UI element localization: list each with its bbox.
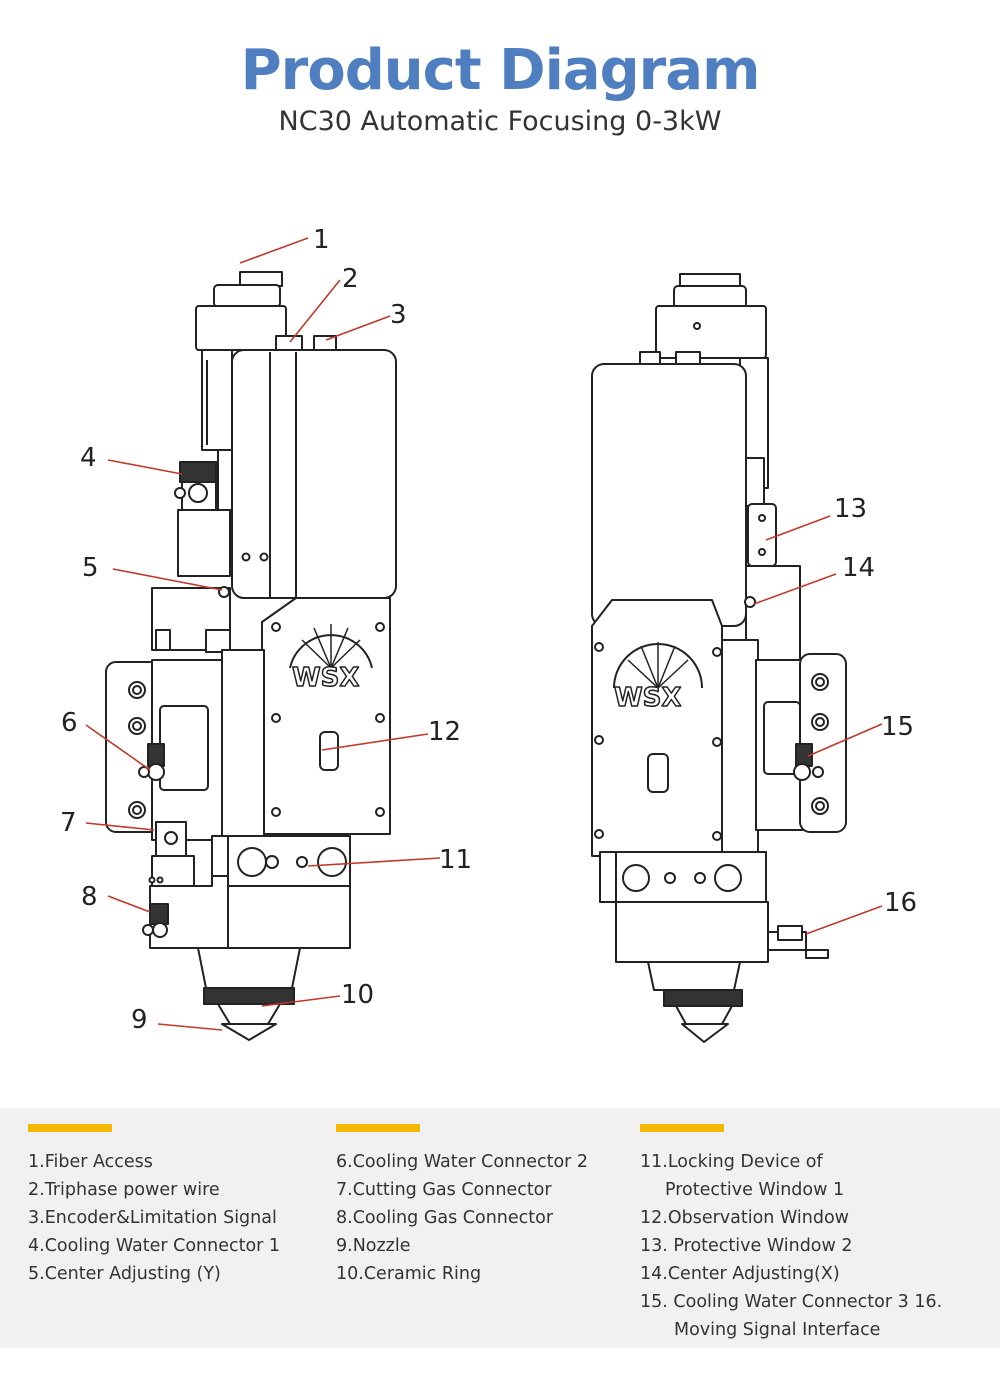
page-title: Product Diagram <box>240 38 761 103</box>
leader-line-5 <box>112 568 223 591</box>
right-view-drawing: WSX <box>591 273 847 1043</box>
leader-lines <box>85 237 883 1031</box>
leader-line-2 <box>289 279 341 343</box>
legend-item: 14.Center Adjusting(X) <box>640 1264 840 1284</box>
leader-line-6 <box>85 724 151 771</box>
leader-line-12 <box>321 733 429 751</box>
legend-item: 11.Locking Device of <box>640 1152 823 1172</box>
leader-line-8 <box>107 895 151 913</box>
callout-2: 2 <box>342 264 359 294</box>
legend-accent-bar <box>640 1124 724 1132</box>
leader-line-4 <box>107 459 183 475</box>
legend-panel: 1.Fiber Access 2.Triphase power wire 3.E… <box>0 1108 1000 1348</box>
callout-14: 14 <box>842 553 875 583</box>
callout-numbers: 1 2 3 4 5 6 7 8 9 10 11 12 13 14 15 16 <box>60 225 917 1035</box>
callout-3: 3 <box>390 300 407 330</box>
callout-1: 1 <box>313 225 330 255</box>
brand-logo-text-2: WSX <box>614 683 681 713</box>
brand-logo-text: WSX <box>292 663 359 693</box>
legend-item: 7.Cutting Gas Connector <box>336 1180 552 1200</box>
callout-10: 10 <box>341 980 374 1010</box>
left-view-drawing: WSX <box>105 271 397 1041</box>
callout-6: 6 <box>61 708 78 738</box>
legend-item: 2.Triphase power wire <box>28 1180 220 1200</box>
callout-9: 9 <box>131 1005 148 1035</box>
legend-column-1: 1.Fiber Access 2.Triphase power wire 3.E… <box>28 1124 280 1288</box>
legend-accent-bar <box>28 1124 112 1132</box>
callout-13: 13 <box>834 494 867 524</box>
product-diagram: WSX <box>60 225 917 1043</box>
legend-item: 4.Cooling Water Connector 1 <box>28 1236 281 1256</box>
legend-accent-bar <box>336 1124 420 1132</box>
legend-item: 12.Observation Window <box>640 1208 849 1228</box>
leader-line-9 <box>157 1023 223 1031</box>
legend-item: 15. Cooling Water Connector 3 16. <box>640 1292 943 1312</box>
legend-item: 13. Protective Window 2 <box>640 1236 853 1256</box>
callout-11: 11 <box>439 845 472 875</box>
leader-line-10 <box>261 995 341 1007</box>
legend-item: Protective Window 1 <box>665 1180 845 1200</box>
leader-line-13 <box>765 515 831 541</box>
callout-15: 15 <box>881 712 914 742</box>
leader-line-3 <box>325 315 391 341</box>
legend-item: 6.Cooling Water Connector 2 <box>336 1152 589 1172</box>
legend-item: 5.Center Adjusting (Y) <box>28 1264 221 1284</box>
callout-12: 12 <box>428 717 461 747</box>
page-subtitle: NC30 Automatic Focusing 0-3kW <box>278 106 722 137</box>
leader-line-7 <box>85 822 155 831</box>
legend-item: Moving Signal Interface <box>674 1320 881 1340</box>
leader-line-16 <box>805 905 883 935</box>
callout-7: 7 <box>60 808 77 838</box>
leader-line-15 <box>807 723 883 757</box>
legend-item: 8.Cooling Gas Connector <box>336 1208 554 1228</box>
legend-item: 1.Fiber Access <box>28 1152 153 1172</box>
callout-8: 8 <box>81 882 98 912</box>
callout-5: 5 <box>82 553 99 583</box>
leader-line-1 <box>239 237 309 264</box>
leader-line-14 <box>753 573 837 605</box>
legend-column-2: 6.Cooling Water Connector 2 7.Cutting Ga… <box>336 1124 588 1288</box>
legend-column-3: 11.Locking Device of Protective Window 1… <box>640 1124 942 1344</box>
legend-item: 3.Encoder&Limitation Signal <box>28 1208 277 1228</box>
callout-4: 4 <box>80 443 97 473</box>
leader-line-11 <box>307 857 441 867</box>
legend-item: 10.Ceramic Ring <box>336 1264 482 1284</box>
callout-16: 16 <box>884 888 917 918</box>
legend-item: 9.Nozzle <box>336 1236 411 1256</box>
